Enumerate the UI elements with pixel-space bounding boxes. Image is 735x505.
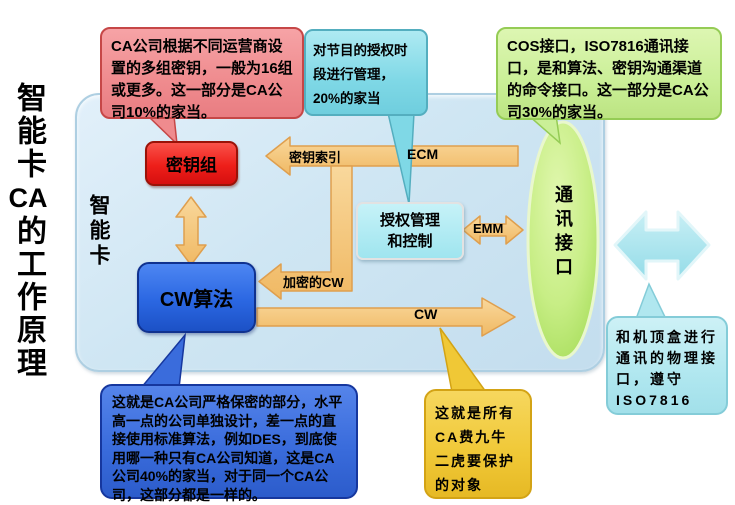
key-group-label: 密钥组 [166, 156, 217, 175]
ecm-arrow-label: ECM [407, 146, 439, 162]
emm-double-arrow [462, 215, 524, 245]
cw-arrow [256, 297, 516, 337]
encrypted-cw-arrow-label: 加密的CW [283, 275, 344, 290]
encrypted-cw-arrow [258, 165, 353, 300]
algorithm-secret-callout: 这就是CA公司严格保密的部分，水平高一点的公司单独设计，差一点的直接使用标准算法… [100, 384, 358, 503]
cw-algorithm-label: CW算法 [159, 289, 234, 311]
cw-protect-callout: 这就是所有CA费九牛二虎要保护的对象 [424, 389, 532, 499]
auth-callout: 对节目的授权时段进行管理，20%的家当 [304, 29, 428, 116]
key-group-node: 密钥组 [145, 141, 238, 186]
cw-arrow-label: CW [414, 306, 438, 322]
ecm-arrow [265, 136, 519, 176]
key-group-callout: CA公司根据不同运营商设置的多组密钥，一般为16组或更多。这一部分是CA公司10… [100, 27, 304, 121]
keys-cw-double-arrow [175, 196, 207, 266]
external-interface-double-arrow [613, 210, 711, 281]
key-index-arrow-label: 密钥索引 [289, 150, 342, 165]
physical-interface-callout: 和机顶盒进行通讯的物理接口，遵守ISO7816 [606, 316, 728, 415]
emm-arrow-label: EMM [473, 221, 504, 236]
cw-protect-callout-tail [439, 327, 488, 393]
page-title: 智能卡 CA 的工作原理 [4, 82, 52, 380]
page-title-part2: CA [8, 183, 48, 213]
cw-algorithm-node: CW算法 [137, 262, 256, 333]
auth-management-label-line2: 和控制 [387, 233, 433, 250]
physical-callout-tail [634, 282, 668, 320]
page-title-part1: 智能卡 [12, 82, 45, 181]
cos-interface-callout: COS接口，ISO7816通讯接口，是和算法、密钥沟通渠道的命令接口。这一部分是… [496, 27, 722, 121]
auth-management-node: 授权管理 和控制 [356, 202, 464, 260]
comm-interface-ellipse [526, 120, 600, 360]
comm-interface-label: 通讯接口 [553, 185, 573, 281]
algorithm-callout-tail [139, 332, 187, 389]
auth-management-label-line1: 授权管理 [379, 212, 440, 229]
page-title-part3: 的工作原理 [12, 215, 45, 380]
smart-card-label: 智能卡 [87, 194, 110, 269]
